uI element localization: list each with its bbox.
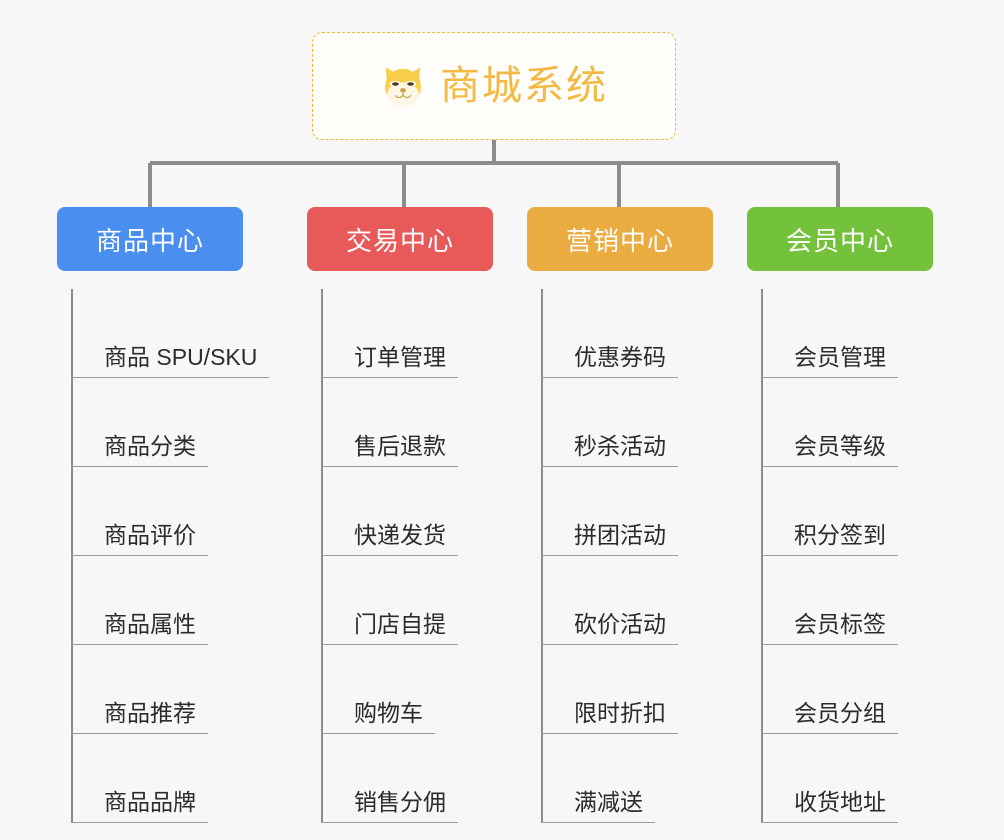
leaf-item[interactable]: 销售分佣 [321,734,551,823]
leaf-underline [71,643,208,645]
leaf-label: 购物车 [354,700,423,726]
root-node[interactable]: 商城系统 [312,32,676,140]
branch-header-1[interactable]: 交易中心 [307,207,493,271]
leaf-item[interactable]: 商品评价 [71,467,301,556]
leaf-item[interactable]: 秒杀活动 [541,378,771,467]
leaf-underline [761,554,898,556]
leaf-item[interactable]: 拼团活动 [541,467,771,556]
shiba-dog-face-icon [385,67,421,108]
leaf-underline [71,821,208,823]
leaf-underline [541,554,678,556]
leaf-item[interactable]: 商品 SPU/SKU [71,289,301,378]
leaf-underline [761,643,898,645]
leaf-label: 销售分佣 [354,789,446,815]
leaf-item[interactable]: 商品品牌 [71,734,301,823]
leaf-underline [71,732,208,734]
leaf-label: 积分签到 [794,522,886,548]
leaf-underline [321,643,458,645]
leaf-label: 优惠券码 [574,344,666,370]
leaf-label: 商品评价 [104,522,196,548]
leaf-underline [761,821,898,823]
leaf-item[interactable]: 会员标签 [761,556,991,645]
leaf-underline [321,821,458,823]
leaf-underline [761,732,898,734]
leaf-item[interactable]: 商品分类 [71,378,301,467]
leaf-underline [541,376,678,378]
leaf-item[interactable]: 商品推荐 [71,645,301,734]
leaf-label: 门店自提 [354,611,446,637]
leaf-underline [541,465,678,467]
leaf-item[interactable]: 购物车 [321,645,551,734]
leaf-underline [761,465,898,467]
leaf-item[interactable]: 售后退款 [321,378,551,467]
branch-spine-1 [321,289,323,823]
leaf-column-0: 商品 SPU/SKU 商品分类 商品评价 商品属性 商品推荐 商品品牌 [71,289,301,823]
leaf-underline [541,821,655,823]
branch-header-0[interactable]: 商品中心 [57,207,243,271]
branch-header-2[interactable]: 营销中心 [527,207,713,271]
branch-spine-2 [541,289,543,823]
branch-label-2: 营销中心 [565,225,674,256]
leaf-item[interactable]: 快递发货 [321,467,551,556]
leaf-underline [71,376,269,378]
leaf-label: 快递发货 [354,522,446,548]
leaf-label: 拼团活动 [574,522,666,548]
leaf-label: 砍价活动 [574,611,666,637]
leaf-label: 会员标签 [794,611,886,637]
leaf-label: 订单管理 [354,344,446,370]
leaf-item[interactable]: 订单管理 [321,289,551,378]
leaf-item[interactable]: 优惠券码 [541,289,771,378]
leaf-underline [321,732,435,734]
leaf-label: 商品推荐 [104,700,196,726]
leaf-label: 满减送 [574,789,643,815]
leaf-label: 商品 SPU/SKU [104,344,258,370]
leaf-underline [71,465,208,467]
root-title: 商城系统 [440,64,608,108]
leaf-underline [321,465,458,467]
branch-label-3: 会员中心 [785,225,894,256]
leaf-column-2: 优惠券码 秒杀活动 拼团活动 砍价活动 限时折扣 满减送 [541,289,771,823]
leaf-label: 商品分类 [104,433,196,459]
leaf-label: 会员分组 [794,700,886,726]
leaf-item[interactable]: 砍价活动 [541,556,771,645]
leaf-underline [761,376,898,378]
leaf-underline [541,643,678,645]
leaf-label: 商品品牌 [104,789,196,815]
branch-spine-0 [71,289,73,823]
leaf-item[interactable]: 会员分组 [761,645,991,734]
leaf-label: 收货地址 [794,789,886,815]
leaf-label: 秒杀活动 [574,433,666,459]
branch-spine-3 [761,289,763,823]
leaf-label: 会员等级 [794,433,886,459]
leaf-underline [321,554,458,556]
leaf-item[interactable]: 收货地址 [761,734,991,823]
branch-header-3[interactable]: 会员中心 [747,207,933,271]
leaf-label: 限时折扣 [574,700,666,726]
leaf-label: 售后退款 [354,433,446,459]
leaf-underline [541,732,678,734]
leaf-underline [71,554,208,556]
leaf-underline [321,376,458,378]
leaf-item[interactable]: 限时折扣 [541,645,771,734]
leaf-item[interactable]: 门店自提 [321,556,551,645]
leaf-column-1: 订单管理 售后退款 快递发货 门店自提 购物车 销售分佣 [321,289,551,823]
leaf-label: 会员管理 [794,344,886,370]
leaf-column-3: 会员管理 会员等级 积分签到 会员标签 会员分组 收货地址 [761,289,991,823]
leaf-item[interactable]: 会员管理 [761,289,991,378]
branch-label-0: 商品中心 [95,225,204,256]
branch-label-1: 交易中心 [345,225,454,256]
leaf-item[interactable]: 商品属性 [71,556,301,645]
leaf-item[interactable]: 会员等级 [761,378,991,467]
leaf-label: 商品属性 [104,611,196,637]
leaf-item[interactable]: 积分签到 [761,467,991,556]
leaf-item[interactable]: 满减送 [541,734,771,823]
